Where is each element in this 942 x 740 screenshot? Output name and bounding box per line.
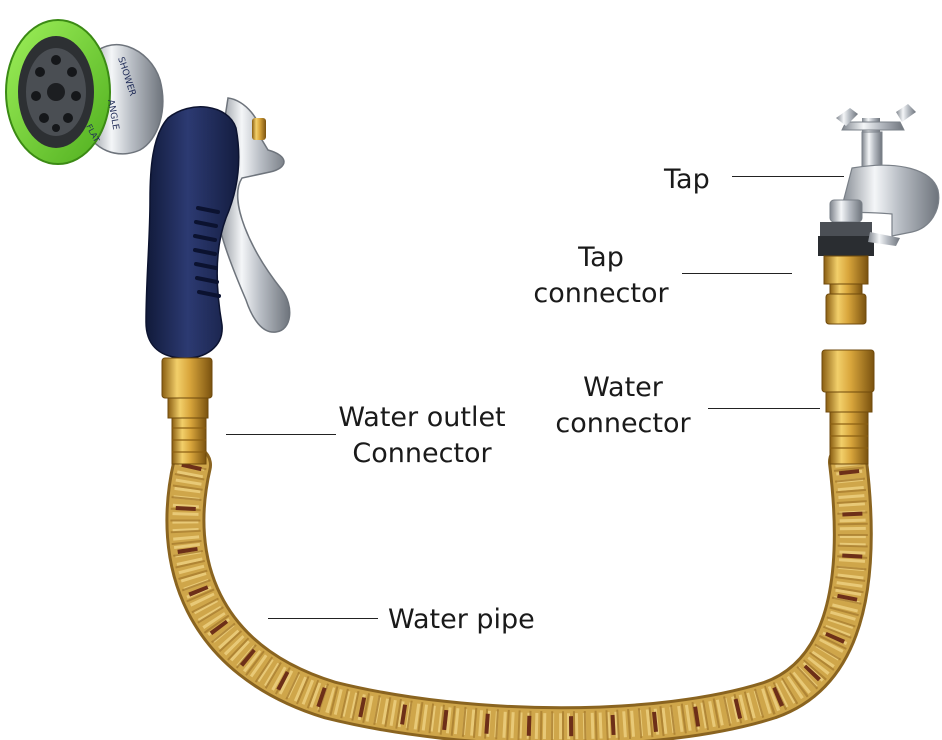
water-connector-icon: [821, 349, 875, 465]
label-tap: Tap: [664, 162, 710, 198]
leader-tap-connector: [682, 273, 792, 274]
label-water-outlet-line1: Water outlet: [338, 402, 506, 433]
tap-icon: [829, 104, 940, 237]
label-tap-connector: Tap connector: [528, 240, 674, 312]
label-tap-connector-line1: Tap: [578, 242, 624, 273]
label-water-outlet-line2: Connector: [352, 438, 492, 469]
label-tap-connector-line2: connector: [533, 278, 669, 309]
label-water-pipe-text: Water pipe: [388, 604, 535, 635]
outlet-connector-icon: [161, 357, 213, 465]
label-tap-text: Tap: [664, 164, 710, 195]
leader-water-pipe: [268, 618, 378, 619]
label-water-pipe: Water pipe: [388, 602, 535, 638]
braided-hose-icon: [165, 442, 873, 740]
leader-water-connector: [708, 408, 820, 409]
leader-water-outlet: [226, 434, 336, 435]
label-water-connector: Water connector: [550, 370, 696, 442]
label-water-connector-line2: connector: [555, 408, 691, 439]
label-water-outlet-connector: Water outlet Connector: [330, 400, 514, 472]
spray-gun-icon: SHOWER ANGLE FLAT: [5, 19, 291, 359]
leader-tap: [732, 176, 844, 177]
tap-connector-icon: [818, 222, 900, 325]
label-water-connector-line1: Water: [583, 372, 663, 403]
